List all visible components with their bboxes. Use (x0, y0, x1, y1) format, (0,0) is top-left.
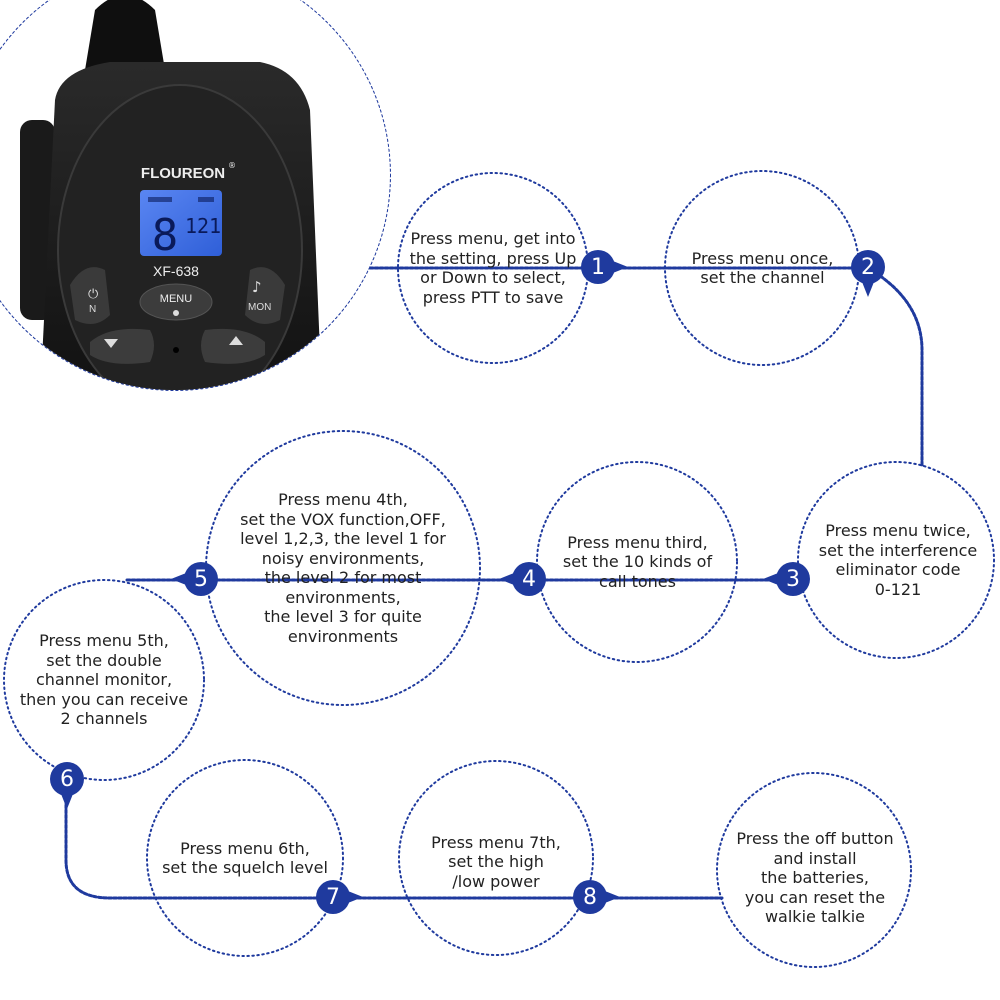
step-8-text: Press menu 7th, set the high /low power (431, 832, 561, 891)
left-button-label: N (89, 304, 96, 315)
step-8-circle (398, 760, 594, 956)
step-5-number: 5 (194, 566, 208, 592)
step-3-badge (776, 562, 810, 596)
step-6-number: 6 (60, 766, 74, 792)
step-5-badge (184, 562, 218, 596)
step-2-badge (851, 250, 885, 284)
step-4-circle (536, 461, 738, 663)
final-step-circle (716, 772, 912, 968)
step-7-badge (316, 880, 350, 914)
step-1-number: 1 (591, 254, 605, 280)
mon-button (245, 267, 285, 324)
step-7-text: Press menu 6th, set the squelch level (162, 838, 328, 878)
arrow-down-icon (104, 339, 118, 348)
step-2-text: Press menu once, set the channel (691, 248, 834, 288)
side-strap (20, 120, 55, 320)
arrow-up-icon (229, 336, 243, 345)
step-8-number: 8 (583, 884, 597, 910)
step-3-circle (797, 461, 995, 659)
device-model: XF-638 (153, 263, 199, 279)
device-registered-mark: ® (228, 161, 236, 170)
device-brand: FLOUREON (141, 165, 225, 182)
step-1-text: Press menu, get into the setting, press … (409, 229, 577, 307)
step-6-badge (50, 762, 84, 796)
step-7-circle (146, 759, 344, 957)
power-button (70, 267, 110, 324)
step-4-badge (512, 562, 546, 596)
step-2-number: 2 (861, 254, 875, 280)
step-1-badge (581, 250, 615, 284)
lock-icon (173, 310, 179, 316)
menu-button (139, 283, 213, 321)
lcd-screen (140, 190, 222, 256)
music-note-icon: ♪ (252, 278, 262, 296)
right-button-label: MON (248, 302, 271, 313)
step-badges (50, 250, 885, 914)
step-6-circle (3, 579, 205, 781)
step-3-number: 3 (786, 566, 800, 592)
step-7-number: 7 (326, 884, 340, 910)
connector-2-3 (866, 266, 924, 468)
connector-6-7 (64, 778, 335, 900)
product-photo: ⏻ ♪ (0, 0, 390, 390)
lcd-code: 121 (185, 214, 221, 238)
menu-button-label: MENU (160, 293, 192, 305)
step-4-text: Press menu third, set the 10 kinds of ca… (562, 532, 713, 591)
final-step-text: Press the off button and install the bat… (736, 829, 894, 927)
step-6-text: Press menu 5th, set the double channel m… (19, 631, 189, 729)
microphone-hole (173, 347, 179, 353)
step-5-text: Press menu 4th, set the VOX function,OFF… (240, 490, 446, 646)
step-4-number: 4 (522, 566, 536, 592)
lcd-channel: 8 (152, 210, 179, 261)
step-3-text: Press menu twice, set the interference e… (818, 521, 978, 599)
down-button (90, 328, 154, 364)
step-8-badge (573, 880, 607, 914)
up-button (201, 328, 265, 364)
antenna (85, 0, 165, 70)
power-icon: ⏻ (88, 287, 98, 302)
